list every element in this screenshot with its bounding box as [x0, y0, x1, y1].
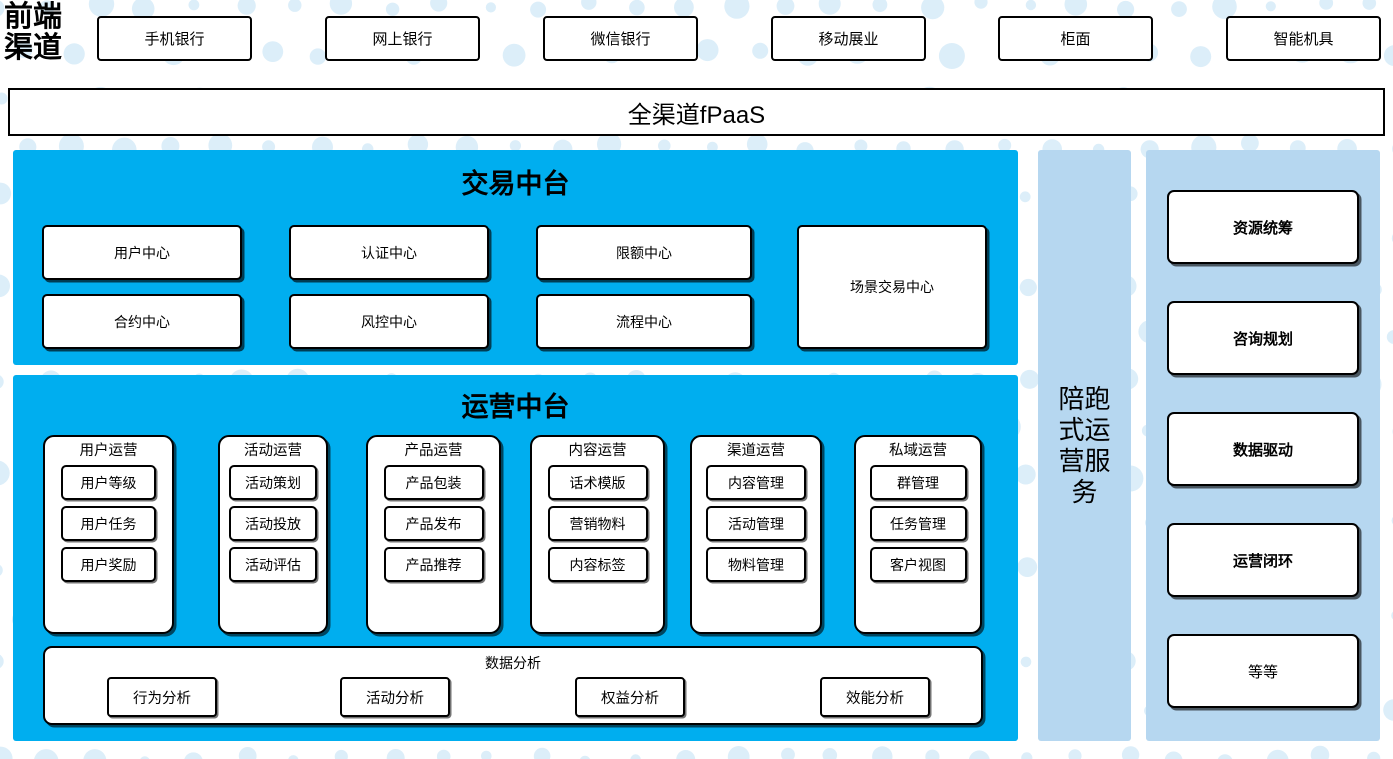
trade-box-process-center[interactable]: 流程中心 — [536, 294, 752, 349]
op-item[interactable]: 任务管理 — [869, 506, 967, 541]
front-channel-label: 前端 渠道 — [4, 2, 82, 64]
op-group-private-domain-operation: 私域运营 群管理 任务管理 客户视图 — [854, 435, 982, 634]
data-analysis-item[interactable]: 效能分析 — [820, 677, 930, 717]
service-box-label: 数据驱动 — [1232, 441, 1293, 459]
trade-box-limit-center[interactable]: 限额中心 — [536, 225, 752, 280]
data-analysis-item[interactable]: 活动分析 — [340, 677, 450, 717]
service-box-operation-closed-loop[interactable]: 运营闭环 — [1167, 523, 1359, 597]
channel-box-internet-bank[interactable]: 网上银行 — [325, 16, 480, 61]
op-item[interactable]: 产品推荐 — [383, 547, 484, 582]
service-box-resource-coordination[interactable]: 资源统筹 — [1167, 190, 1359, 264]
channel-box-counter[interactable]: 柜面 — [998, 16, 1153, 61]
service-box-label: 运营闭环 — [1232, 552, 1293, 570]
channel-label: 微信银行 — [590, 31, 651, 48]
op-item[interactable]: 活动管理 — [706, 506, 806, 541]
data-analysis-title: 数据分析 — [485, 655, 541, 671]
op-item[interactable]: 用户等级 — [61, 465, 156, 500]
data-analysis-panel: 数据分析 行为分析 活动分析 权益分析 效能分析 — [43, 646, 983, 725]
op-item[interactable]: 活动策划 — [229, 465, 317, 500]
fpaas-label: 全渠道fPaaS — [627, 101, 766, 129]
op-group-title: 私域运营 — [889, 443, 947, 459]
accompany-operation-service-column: 陪跑式运营服务 — [1038, 150, 1131, 741]
trade-box-label: 用户中心 — [114, 244, 170, 261]
data-analysis-item[interactable]: 权益分析 — [575, 677, 685, 717]
op-item[interactable]: 产品包装 — [383, 465, 484, 500]
channel-label: 柜面 — [1060, 31, 1091, 48]
op-group-title: 渠道运营 — [727, 443, 785, 459]
trade-box-label: 风控中心 — [361, 313, 417, 330]
op-group-activity-operation: 活动运营 活动策划 活动投放 活动评估 — [218, 435, 328, 634]
trade-box-risk-center[interactable]: 风控中心 — [289, 294, 489, 349]
op-item[interactable]: 用户奖励 — [61, 547, 156, 582]
service-box-label: 等等 — [1247, 663, 1278, 681]
trade-box-auth-center[interactable]: 认证中心 — [289, 225, 489, 280]
op-group-product-operation: 产品运营 产品包装 产品发布 产品推荐 — [366, 435, 501, 634]
operation-center-title: 运营中台 — [461, 392, 570, 422]
op-item[interactable]: 活动投放 — [229, 506, 317, 541]
channel-box-wechat-bank[interactable]: 微信银行 — [543, 16, 698, 61]
front-channel-label-line2: 渠道 — [4, 32, 63, 64]
op-group-content-operation: 内容运营 话术模版 营销物料 内容标签 — [530, 435, 665, 634]
omnichannel-fpaas-bar[interactable]: 全渠道fPaaS — [8, 88, 1385, 136]
op-group-title: 内容运营 — [568, 443, 627, 459]
trade-box-label: 流程中心 — [616, 313, 672, 330]
op-item[interactable]: 客户视图 — [869, 547, 967, 582]
data-analysis-item[interactable]: 行为分析 — [107, 677, 217, 717]
channel-box-mobile-business[interactable]: 移动展业 — [771, 16, 926, 61]
op-group-title: 产品运营 — [404, 443, 463, 459]
op-group-user-operation: 用户运营 用户等级 用户任务 用户奖励 — [43, 435, 174, 634]
op-item[interactable]: 物料管理 — [706, 547, 806, 582]
front-channel-label-line1: 前端 — [4, 1, 63, 33]
accompany-operation-service-label: 陪跑式运营服务 — [1058, 383, 1111, 507]
channel-label: 智能机具 — [1273, 31, 1334, 48]
op-group-channel-operation: 渠道运营 内容管理 活动管理 物料管理 — [690, 435, 822, 634]
op-group-title: 用户运营 — [79, 443, 138, 459]
service-box-consulting-planning[interactable]: 咨询规划 — [1167, 301, 1359, 375]
trade-box-label: 场景交易中心 — [850, 279, 934, 295]
trade-box-contract-center[interactable]: 合约中心 — [42, 294, 242, 349]
channel-label: 手机银行 — [144, 31, 205, 48]
op-item[interactable]: 活动评估 — [229, 547, 317, 582]
op-item[interactable]: 产品发布 — [383, 506, 484, 541]
trade-box-label: 认证中心 — [361, 244, 417, 261]
op-item[interactable]: 群管理 — [869, 465, 967, 500]
channel-box-mobile-bank[interactable]: 手机银行 — [97, 16, 252, 61]
op-item[interactable]: 用户任务 — [61, 506, 156, 541]
op-item[interactable]: 话术模版 — [547, 465, 648, 500]
op-item[interactable]: 内容标签 — [547, 547, 648, 582]
trade-box-scene-trade-center[interactable]: 场景交易中心 — [797, 225, 987, 349]
trade-box-label: 合约中心 — [114, 313, 170, 330]
op-group-title: 活动运营 — [244, 443, 302, 459]
op-item[interactable]: 内容管理 — [706, 465, 806, 500]
service-box-data-driven[interactable]: 数据驱动 — [1167, 412, 1359, 486]
op-item[interactable]: 营销物料 — [547, 506, 648, 541]
trade-box-label: 限额中心 — [616, 244, 672, 261]
channel-label: 网上银行 — [372, 31, 433, 48]
channel-box-smart-machine[interactable]: 智能机具 — [1226, 16, 1381, 61]
service-box-label: 资源统筹 — [1232, 219, 1293, 237]
service-box-label: 咨询规划 — [1232, 330, 1293, 348]
channel-label: 移动展业 — [818, 31, 879, 48]
trade-center-title: 交易中台 — [461, 169, 570, 199]
service-box-etc[interactable]: 等等 — [1167, 634, 1359, 708]
trade-box-user-center[interactable]: 用户中心 — [42, 225, 242, 280]
service-capability-column: 资源统筹 咨询规划 数据驱动 运营闭环 等等 — [1146, 150, 1380, 741]
